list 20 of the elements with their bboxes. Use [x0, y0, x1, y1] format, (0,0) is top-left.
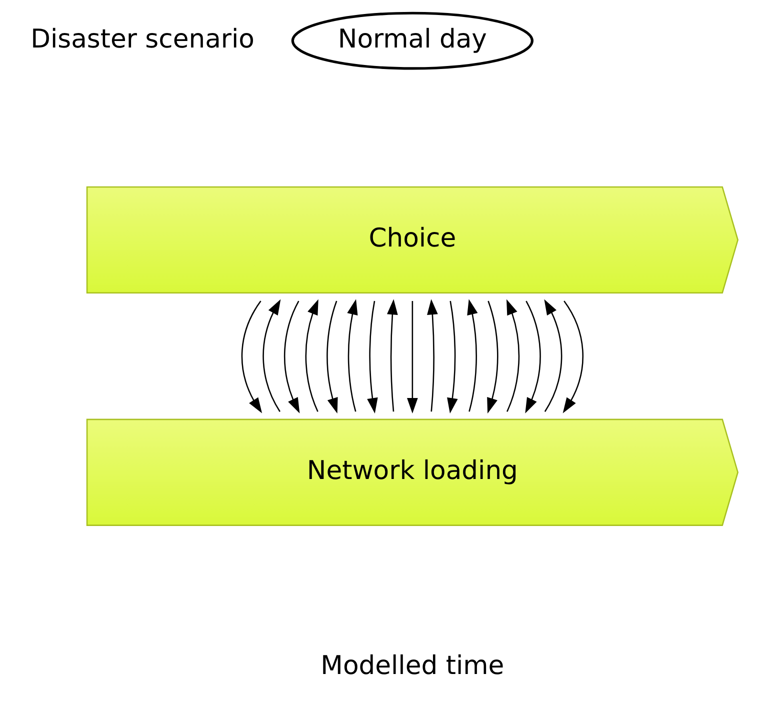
arrow — [407, 301, 418, 414]
arrow — [387, 299, 398, 412]
node-ellipse: Normal day — [291, 12, 534, 70]
arrow — [447, 300, 458, 414]
label: Disaster scenario — [30, 24, 254, 54]
arrow — [262, 299, 281, 412]
arrow — [241, 300, 262, 414]
arrow — [467, 299, 478, 412]
arrow — [506, 299, 520, 412]
arrow — [284, 300, 300, 414]
arrow — [525, 300, 541, 414]
arrow — [347, 299, 358, 412]
arrow — [544, 299, 562, 412]
arrow — [562, 300, 584, 414]
arrow — [367, 300, 378, 414]
label: Modelled time — [320, 650, 504, 681]
arrow — [427, 299, 438, 412]
arrow — [326, 300, 338, 414]
arrow — [487, 300, 498, 414]
arrow — [305, 299, 318, 412]
